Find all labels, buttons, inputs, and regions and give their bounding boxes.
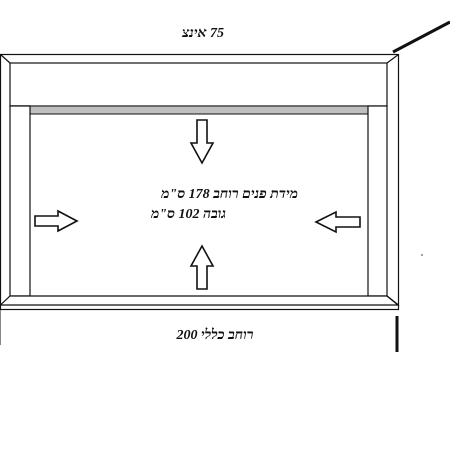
right-outer-bevel (386, 295, 399, 306)
top-size-label: 75 אינצ (181, 26, 224, 41)
bottom-sill (0, 295, 400, 306)
top-rail-bevel-right (386, 54, 399, 64)
top-rail (9, 62, 388, 107)
inner-width-label: מידת פנים רוחב 178 ס"מ (160, 187, 298, 202)
top-rail-bevel-left (0, 54, 11, 64)
arrow-down-icon (189, 119, 215, 165)
top-right-diagonal (392, 20, 450, 54)
arrow-right-icon (34, 209, 79, 233)
left-post (9, 105, 31, 297)
arrow-up-icon (189, 244, 215, 290)
inner-height-label: גובה 102 ס"מ (150, 207, 226, 222)
arrow-left-icon (314, 210, 361, 234)
right-post (367, 105, 388, 297)
total-width-label: רוחב כללי 200 (175, 327, 253, 343)
screen-bar (29, 105, 369, 115)
stray-dot (421, 254, 423, 256)
